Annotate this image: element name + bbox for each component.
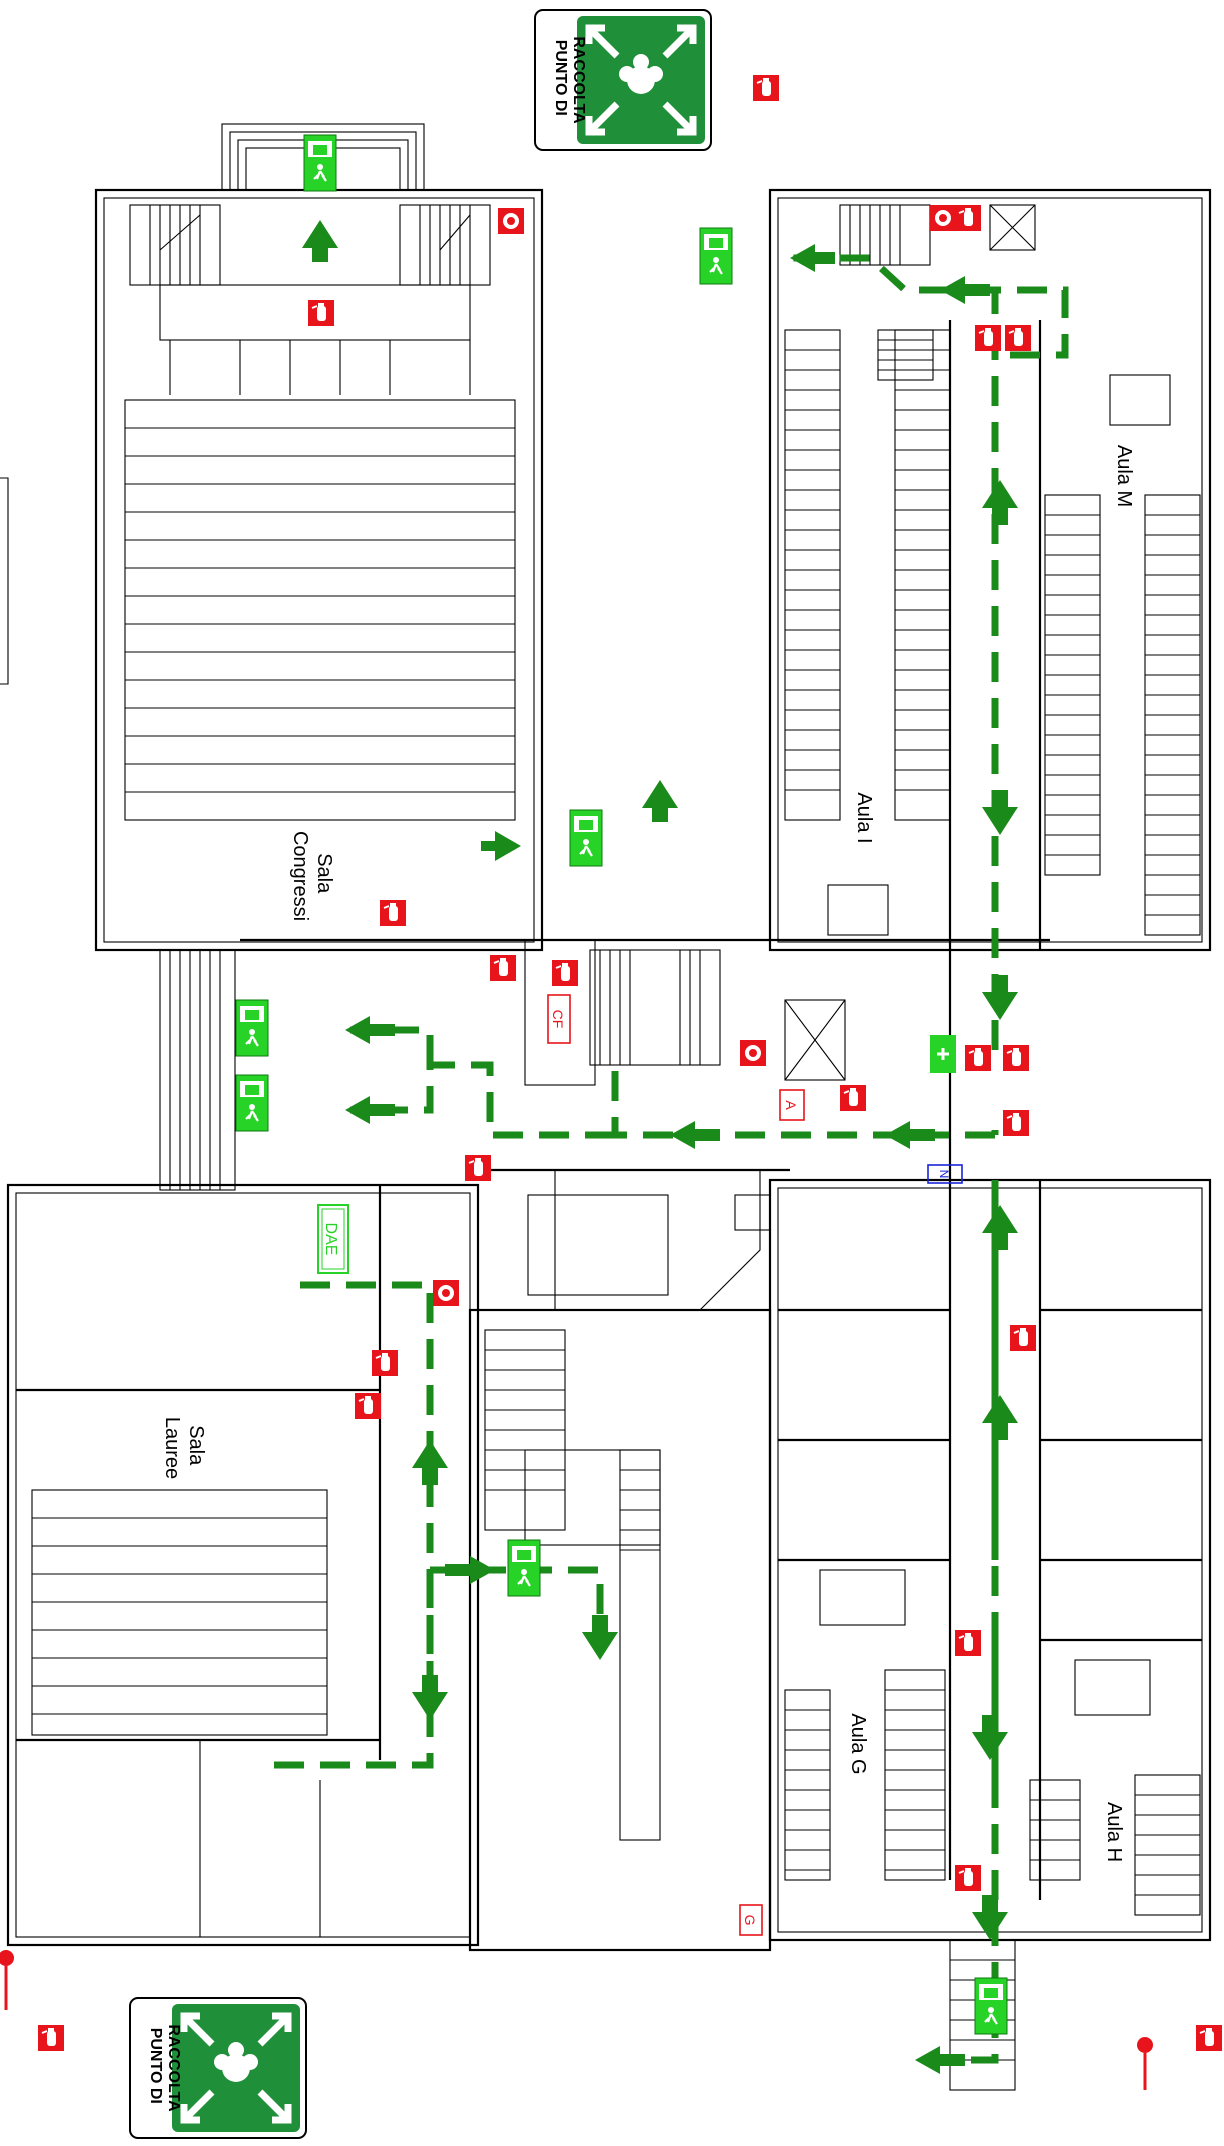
room-label-aula-i: Aula I — [853, 792, 875, 843]
plan-edge-line — [0, 477, 9, 685]
evacuation-routes — [270, 254, 1069, 2064]
assembly-point-icon — [585, 24, 697, 136]
sala-lauree-block — [6, 1183, 480, 1947]
marker-a: A — [779, 1089, 805, 1121]
marker-g: G — [739, 1904, 763, 1936]
central-corridor — [159, 938, 1050, 1311]
first-aid-icon — [930, 1035, 956, 1073]
room-label-aula-m: Aula M — [1113, 445, 1135, 507]
assembly-point-bottom — [129, 1997, 307, 2139]
dae-defibrillator-sign: DAE — [317, 1204, 349, 1274]
right-block — [768, 188, 1212, 1900]
marker-n: N — [927, 1164, 963, 1184]
svg-text:A: A — [783, 1100, 799, 1110]
aula-m-seating — [1044, 494, 1201, 936]
svg-text:CF: CF — [550, 1010, 566, 1029]
seating-rows — [124, 399, 516, 821]
room-label-sala-congressi: Sala Congressi — [289, 831, 335, 921]
assembly-point-label-top: PUNTO DI RACCOLTA — [552, 36, 587, 124]
svg-text:G: G — [742, 1915, 758, 1926]
assembly-point-label-bottom: PUNTO DI RACCOLTA — [147, 2024, 182, 2112]
svg-text:N: N — [937, 1170, 951, 1179]
middle-stairs-block — [468, 1308, 772, 1952]
right-lower-block — [768, 1178, 1212, 2091]
aula-h-seating — [1029, 1659, 1201, 1916]
aula-i-seating — [784, 329, 951, 821]
route-arrow-icon — [302, 220, 1018, 2074]
room-label-sala-lauree: Sala Lauree — [161, 1417, 207, 1479]
assembly-point-top — [534, 9, 712, 151]
assembly-point-icon — [180, 2012, 292, 2124]
hydrant-post-icon — [0, 1950, 1153, 2090]
room-label-aula-g: Aula G — [847, 1713, 869, 1774]
svg-text:DAE: DAE — [322, 1223, 339, 1256]
room-label-aula-h: Aula H — [1103, 1802, 1125, 1862]
marker-cf: CF — [547, 994, 571, 1044]
exit-sign-icon — [234, 133, 1009, 2036]
aula-g-seating — [784, 1569, 946, 1881]
